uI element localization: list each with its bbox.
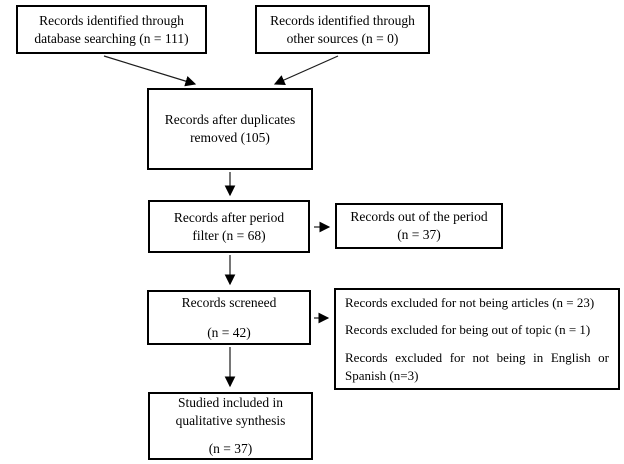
box-records-out-of-period: Records out of the period (n = 37)	[335, 203, 503, 249]
box-text-line: removed (105)	[190, 130, 270, 145]
excluded-reason-language: Records excluded for not being in Englis…	[345, 350, 609, 383]
box-text-line: Records after period	[173, 209, 285, 225]
box-text-line: Records screneed	[181, 294, 277, 310]
box-records-screened: Records screneed (n = 42)	[147, 290, 311, 345]
box-records-identified-other-sources: Records identified through other sources…	[255, 5, 430, 54]
box-text-line: Records out of the period	[350, 209, 488, 225]
box-studies-included-qualitative-synthesis: Studied included in qualitative synthesi…	[148, 392, 313, 460]
box-records-excluded-reasons: Records excluded for not being articles …	[334, 288, 620, 390]
box-text-line: other sources (n = 0)	[286, 30, 399, 46]
box-text-line: Records after duplicates	[164, 112, 296, 128]
excluded-reason-articles: Records excluded for not being articles …	[345, 294, 595, 310]
arrow-other-to-duplicates	[273, 55, 339, 86]
box-count: (n = 37)	[208, 440, 253, 456]
box-text-line: Studied included in	[178, 395, 283, 411]
box-text-line: database searching (n = 111)	[34, 30, 189, 46]
box-count: (n = 42)	[207, 324, 251, 340]
excluded-reason-topic: Records excluded for being out of topic …	[345, 322, 591, 338]
arrow-db-to-duplicates	[103, 55, 197, 87]
box-records-identified-database: Records identified through database sear…	[16, 5, 207, 54]
box-records-after-duplicates-removed: Records after duplicates removed (105)	[147, 88, 313, 170]
box-text-line: filter (n = 68)	[192, 227, 266, 243]
box-text-line: (n = 37)	[397, 227, 441, 242]
box-text-line: Records identified through	[270, 12, 415, 28]
box-text-line: qualitative synthesis	[175, 413, 286, 429]
box-records-after-period-filter: Records after period filter (n = 68)	[148, 200, 310, 253]
box-text-line: Records identified through	[39, 12, 184, 28]
